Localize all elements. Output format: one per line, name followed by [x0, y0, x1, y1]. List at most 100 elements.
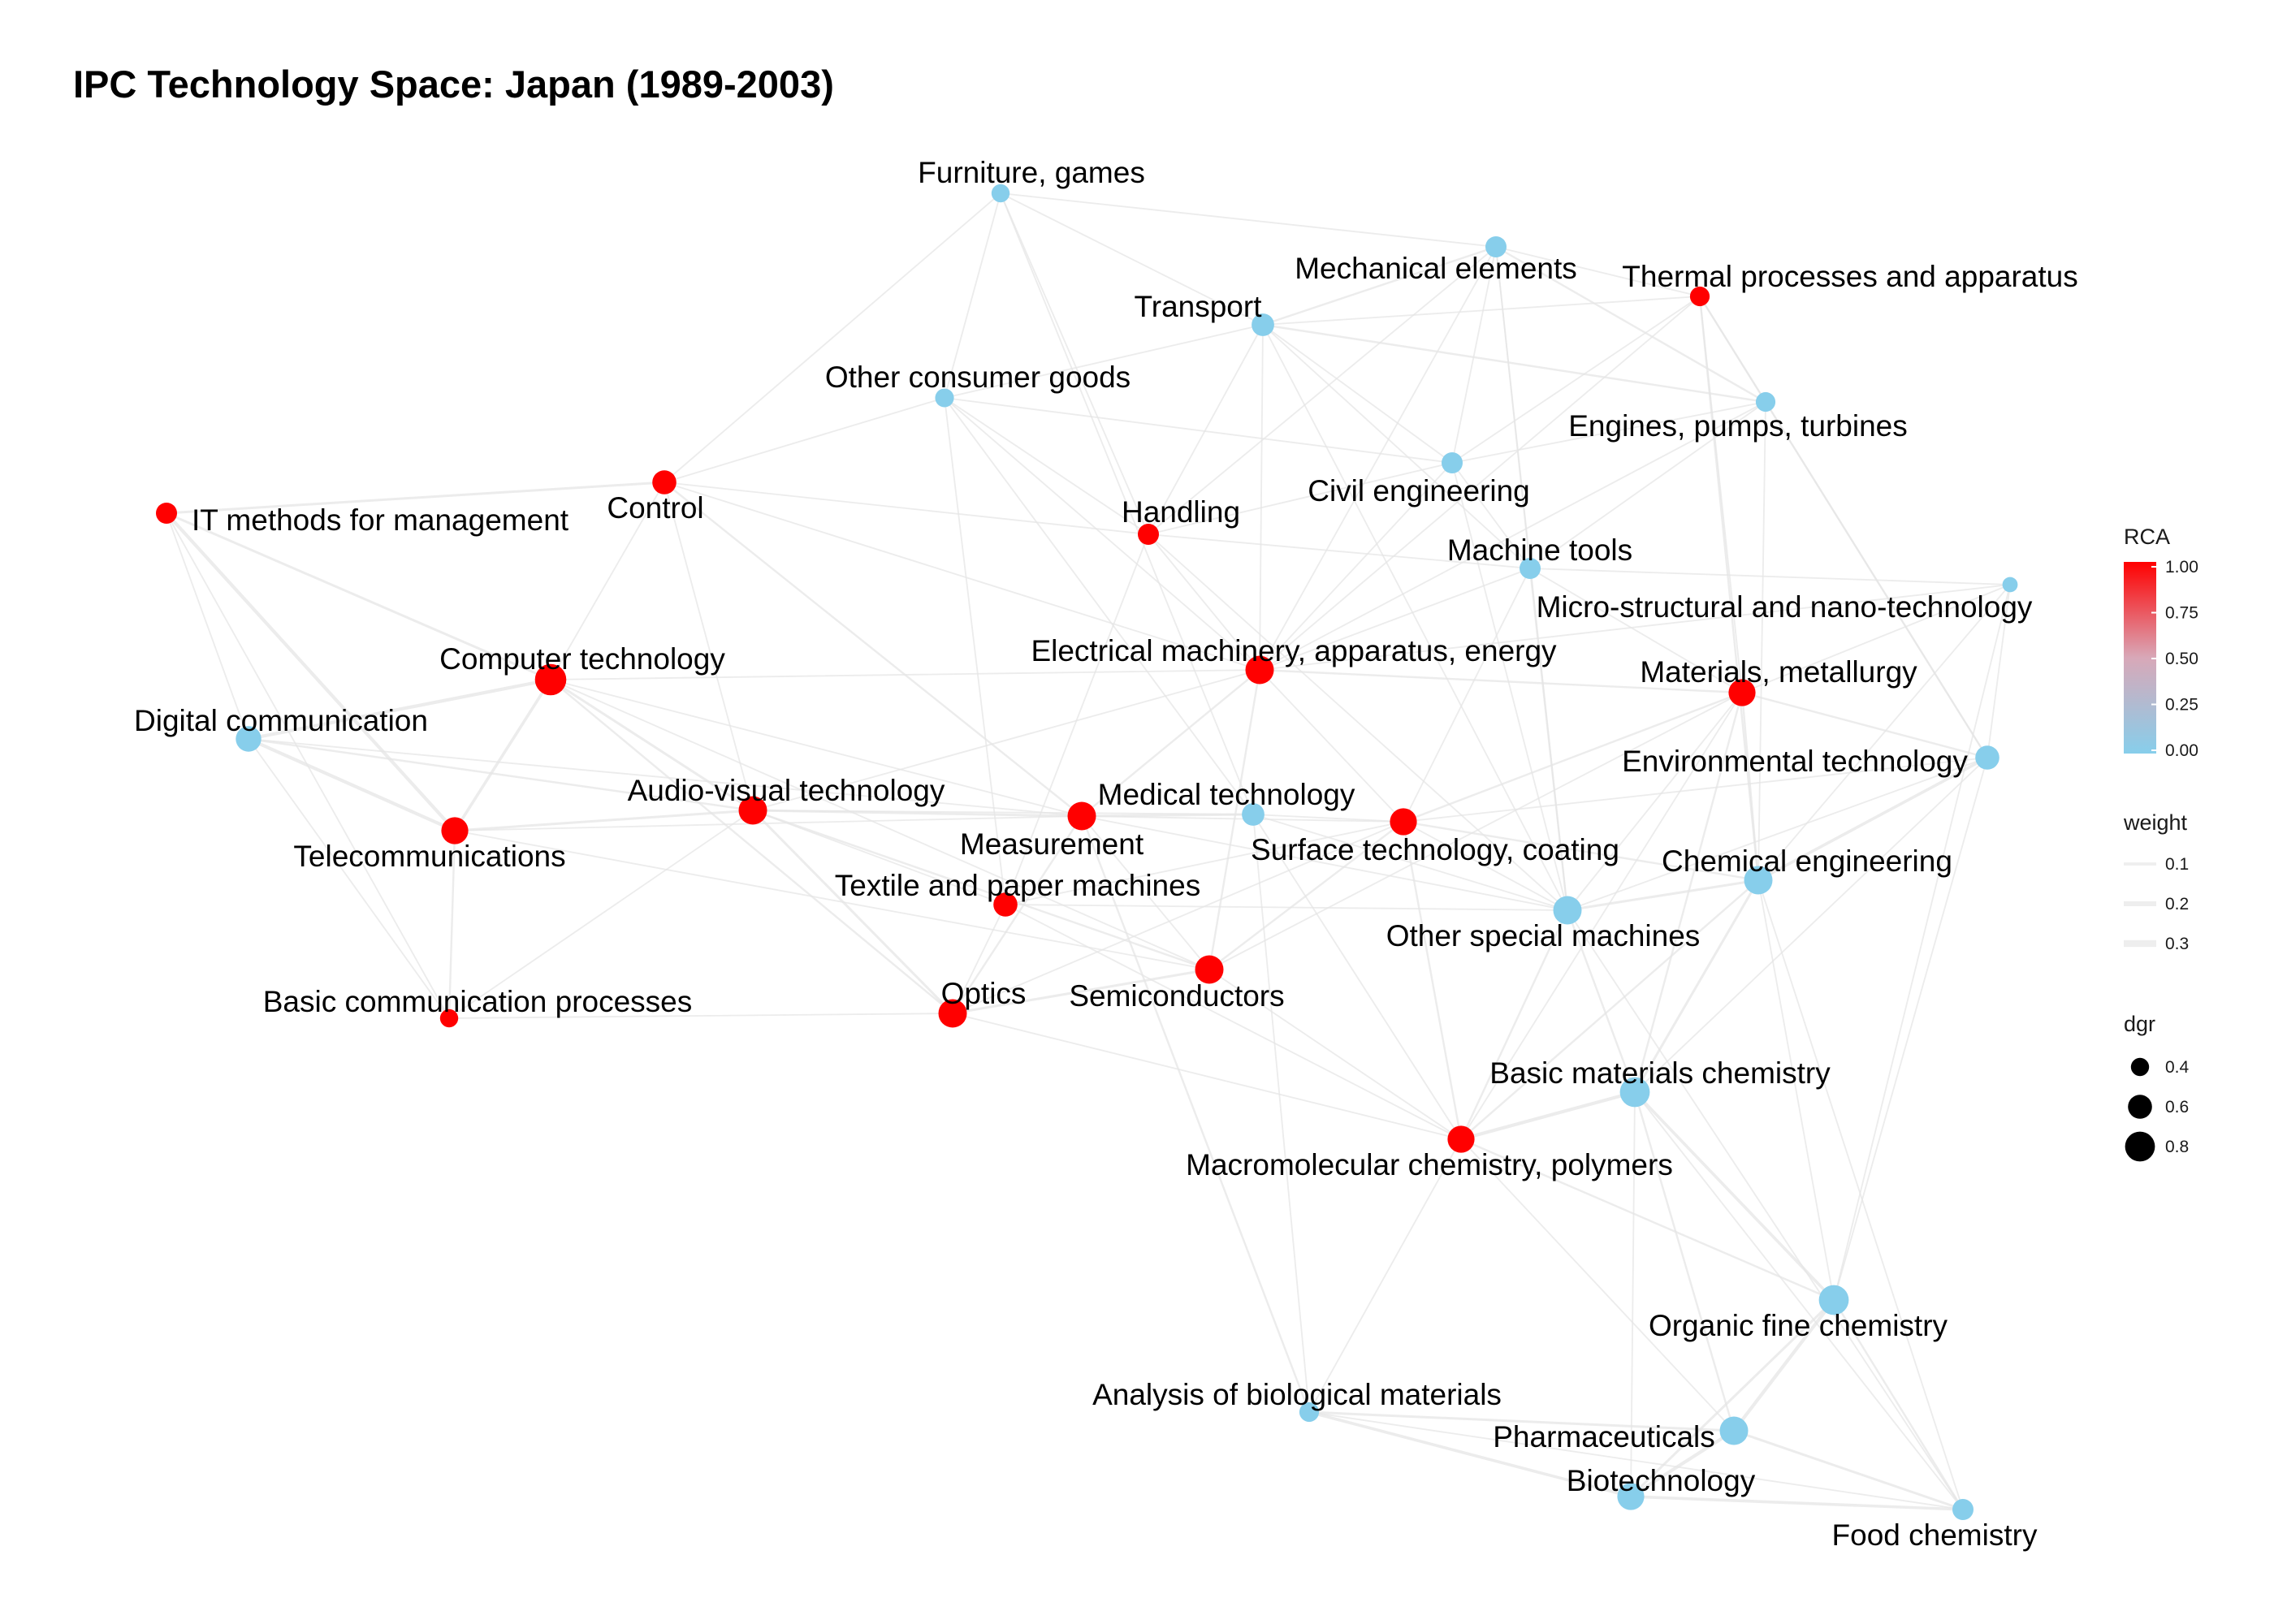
node-handling [1138, 524, 1159, 545]
node-label-otherspecial: Other special machines [1386, 919, 1701, 952]
edge-basiccomm-optics [448, 1013, 953, 1019]
edge-chemeng-food [1757, 879, 1964, 1510]
node-label-thermal: Thermal processes and apparatus [1622, 260, 2077, 293]
edge-otherspecial-macro [1459, 909, 1569, 1141]
edge-semiconductors-materials [1208, 692, 1743, 970]
node-label-analysis: Analysis of biological materials [1092, 1378, 1502, 1411]
edge-macro-pharma [1460, 1138, 1735, 1432]
node-basiccomm [439, 1009, 459, 1028]
chart-title: IPC Technology Space: Japan (1989-2003) [73, 63, 834, 106]
edge-surface-materials [1402, 691, 1744, 823]
edge-furniture-transport [1000, 192, 1264, 326]
node-electrical [1245, 655, 1274, 685]
edge-civil-otherspecial [1451, 462, 1568, 911]
edge-macro-organic [1459, 1138, 1835, 1302]
edge-otherspecial-basicchem [1566, 909, 1636, 1094]
edge-micro-environmental [1987, 584, 2011, 758]
node-thermal [1689, 286, 1710, 307]
node-optics [938, 999, 967, 1028]
legend-dgr-swatch [2130, 1057, 2150, 1077]
edge-audiovisual-semiconductors [751, 809, 1211, 971]
legend-weight-label: 0.2 [2165, 895, 2189, 914]
edge-audiovisual-electrical [752, 669, 1260, 811]
node-label-machinetools: Machine tools [1447, 533, 1632, 567]
node-pharma [1719, 1416, 1749, 1445]
node-audiovisual [738, 796, 767, 825]
node-label-furniture: Furniture, games [918, 156, 1145, 189]
legend-weight-title: weight [2123, 810, 2188, 835]
edge-transport-engines [1261, 323, 1767, 404]
node-furniture [991, 184, 1010, 203]
node-label-chemeng: Chemical engineering [1662, 844, 1952, 878]
edge-chemeng-basicchem [1633, 879, 1760, 1094]
edge-handling-machinetools [1148, 533, 1531, 569]
edge-computer-semiconductors [550, 679, 1210, 970]
legend-weight-label: 0.3 [2165, 935, 2189, 953]
edge-electrical-consumer [944, 397, 1260, 671]
edge-mechanical-thermal [1495, 246, 1701, 297]
node-digital [236, 726, 262, 752]
edge-surface-chemeng [1402, 820, 1760, 882]
edge-medical-macro [1252, 814, 1462, 1140]
edge-optics-textile [952, 904, 1006, 1014]
node-label-engines: Engines, pumps, turbines [1568, 409, 1908, 443]
edge-control-audiovisual [664, 482, 754, 811]
edge-medical-surface [1252, 814, 1404, 823]
edge-computer-optics [549, 678, 954, 1015]
edge-organic-biotech [1629, 1298, 1835, 1498]
edge-basicchem-pharma [1633, 1091, 1736, 1432]
edge-optics-semiconductors [951, 968, 1211, 1015]
node-organic [1818, 1285, 1849, 1315]
edge-digital-measurement [248, 738, 1083, 817]
node-label-electrical: Electrical machinery, apparatus, energy [1031, 634, 1557, 667]
edge-transport-otherspecial [1262, 324, 1568, 911]
edge-electrical-micro [1259, 584, 2011, 671]
legend-weight-swatch [2124, 901, 2156, 906]
edge-environmental-otherspecial [1567, 757, 1988, 911]
edge-engines-civil [1451, 401, 1766, 464]
edge-organic-pharma [1731, 1298, 1836, 1433]
edge-engines-chemeng [1757, 401, 1766, 881]
legend-weight-items: 0.10.20.3 [2124, 855, 2189, 953]
edge-electrical-engines [1259, 401, 1766, 671]
edge-materials-macro [1460, 692, 1743, 1140]
edge-pharma-biotech [1628, 1428, 1736, 1499]
edge-handling-consumer [944, 397, 1149, 535]
legend-weight-swatch [2124, 862, 2156, 866]
node-textile [993, 892, 1018, 917]
edge-micro-organic [1833, 584, 2011, 1301]
edge-audiovisual-textile [752, 810, 1006, 905]
node-label-macro: Macromolecular chemistry, polymers [1186, 1148, 1673, 1181]
edge-chemeng-otherspecial [1566, 879, 1760, 912]
edge-electrical-thermal [1259, 296, 1701, 671]
edge-textile-consumer [944, 397, 1006, 905]
node-medical [1242, 803, 1265, 826]
edge-medical-consumer [944, 397, 1254, 815]
node-analysis [1299, 1402, 1320, 1423]
node-label-optics: Optics [941, 977, 1027, 1010]
edge-biotech-food [1629, 1495, 1965, 1511]
edge-optics-macro [952, 1013, 1462, 1140]
edge-computer-electrical [550, 669, 1260, 680]
edge-itmethods-telecom [164, 511, 457, 833]
node-label-computer: Computer technology [439, 642, 725, 676]
edge-optics-surface [952, 821, 1404, 1014]
edge-electrical-civil [1259, 462, 1453, 671]
node-label-measurement: Measurement [960, 827, 1144, 861]
edge-civil-consumer [944, 397, 1453, 464]
node-semiconductors [1195, 955, 1224, 984]
node-label-organic: Organic fine chemistry [1649, 1309, 1948, 1342]
edge-environmental-basicchem [1634, 757, 1988, 1093]
edge-measurement-otherspecial [1081, 815, 1568, 911]
node-label-environmental: Environmental technology [1622, 745, 1968, 778]
edge-audiovisual-optics [751, 809, 954, 1015]
edge-pharma-food [1732, 1429, 1965, 1511]
node-label-telecom: Telecommunications [293, 840, 565, 873]
edge-audiovisual-medical [752, 810, 1254, 815]
node-label-surface: Surface technology, coating [1251, 833, 1619, 866]
edge-organic-food [1832, 1298, 1965, 1511]
node-biotech [1617, 1483, 1645, 1510]
node-consumer [935, 388, 954, 408]
node-control [652, 470, 677, 495]
